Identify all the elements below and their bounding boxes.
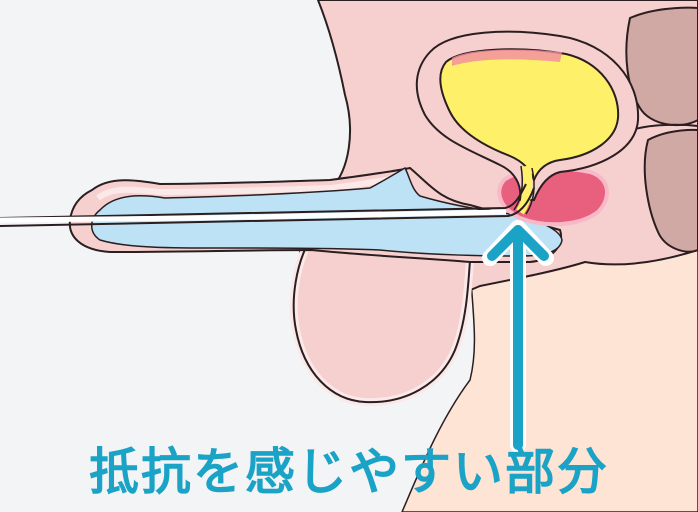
caption-label: 抵抗を感じやすい部分 <box>0 440 698 504</box>
